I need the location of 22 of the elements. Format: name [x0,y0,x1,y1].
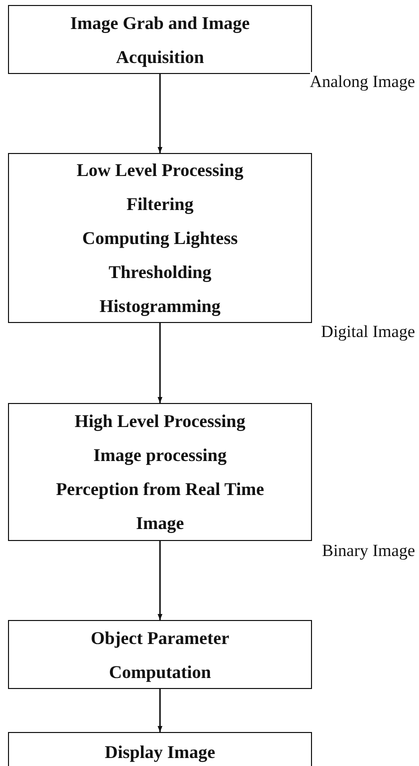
process-box [8,620,312,689]
box-text: Computing Lightess [81,227,239,250]
arrow [158,74,162,153]
box-text: Image processing [92,444,228,467]
arrow [158,689,162,732]
box-title: Low Level Processing [76,159,244,182]
box-title: Display Image [104,741,216,764]
arrow [158,323,162,403]
box-text: Filtering [126,193,194,216]
box-title: Image Grab and Image Acquisition [69,12,251,69]
box-title: High Level Processing [74,410,246,433]
process-box [8,732,312,766]
data-type-label: Digital Image [321,322,415,342]
process-box [8,153,312,323]
process-box [8,403,312,541]
box-text: Perception from Real Time Image [54,478,266,535]
process-box [8,5,312,74]
arrow [158,541,162,620]
data-type-label: Analong Image [310,72,415,92]
box-title: Object Parameter Computation [90,626,230,684]
box-text: Thresholding [108,261,212,284]
box-text: Histogramming [98,295,222,318]
